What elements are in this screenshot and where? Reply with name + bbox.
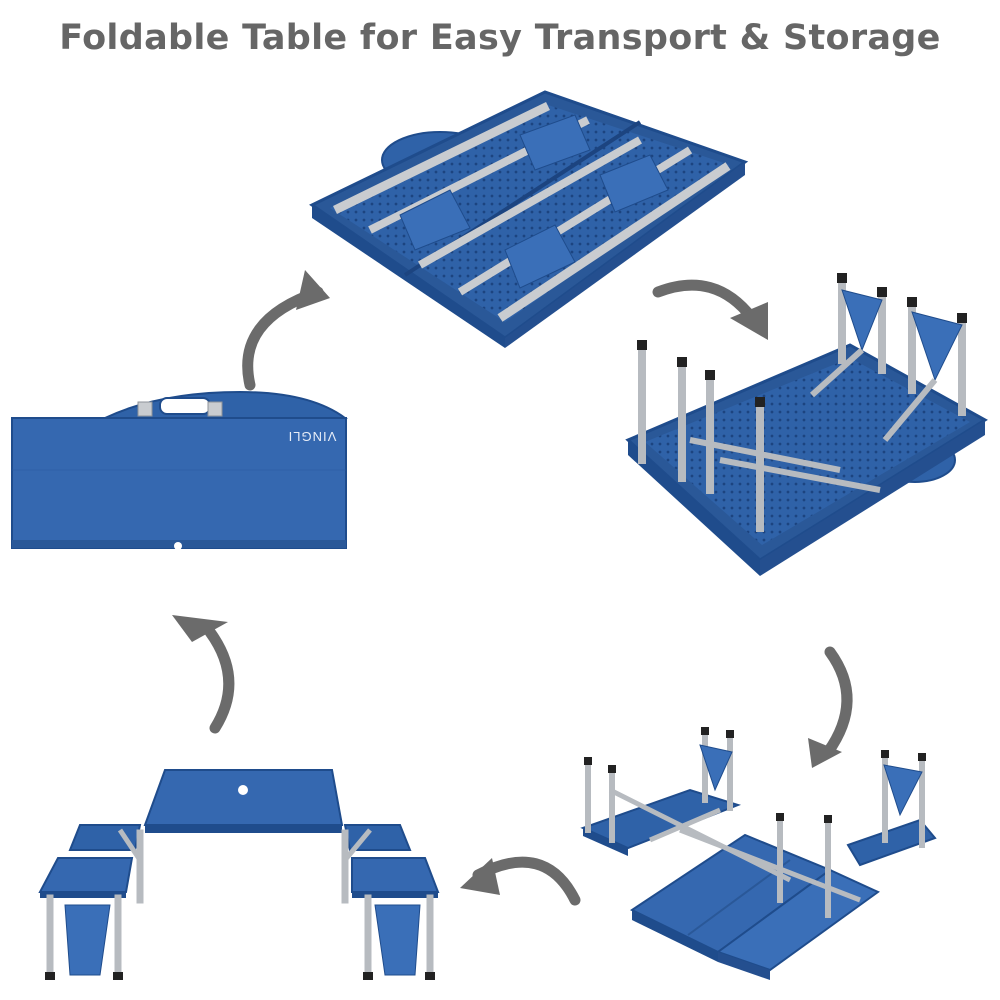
arrow-head-icon (730, 302, 768, 340)
opened-table-top-icon (309, 90, 749, 348)
arrow-down-left-icon (822, 646, 853, 758)
brand-logo-text: VINGLI (288, 429, 337, 444)
arrow-head-icon (460, 858, 500, 895)
folded-table-case-icon: VINGLI (11, 390, 349, 550)
legs-raised-table-icon (625, 273, 988, 576)
arrow-head-icon (808, 738, 842, 768)
arrow-up-icon (204, 626, 235, 734)
page-title: Foldable Table for Easy Transport & Stor… (59, 18, 941, 58)
assembled-picnic-table-icon (38, 769, 440, 980)
arrow-head-icon (172, 615, 228, 642)
arrow-head-icon (296, 270, 330, 310)
arrow-down-right-icon (652, 279, 758, 324)
seats-extended-table-icon (580, 727, 937, 980)
